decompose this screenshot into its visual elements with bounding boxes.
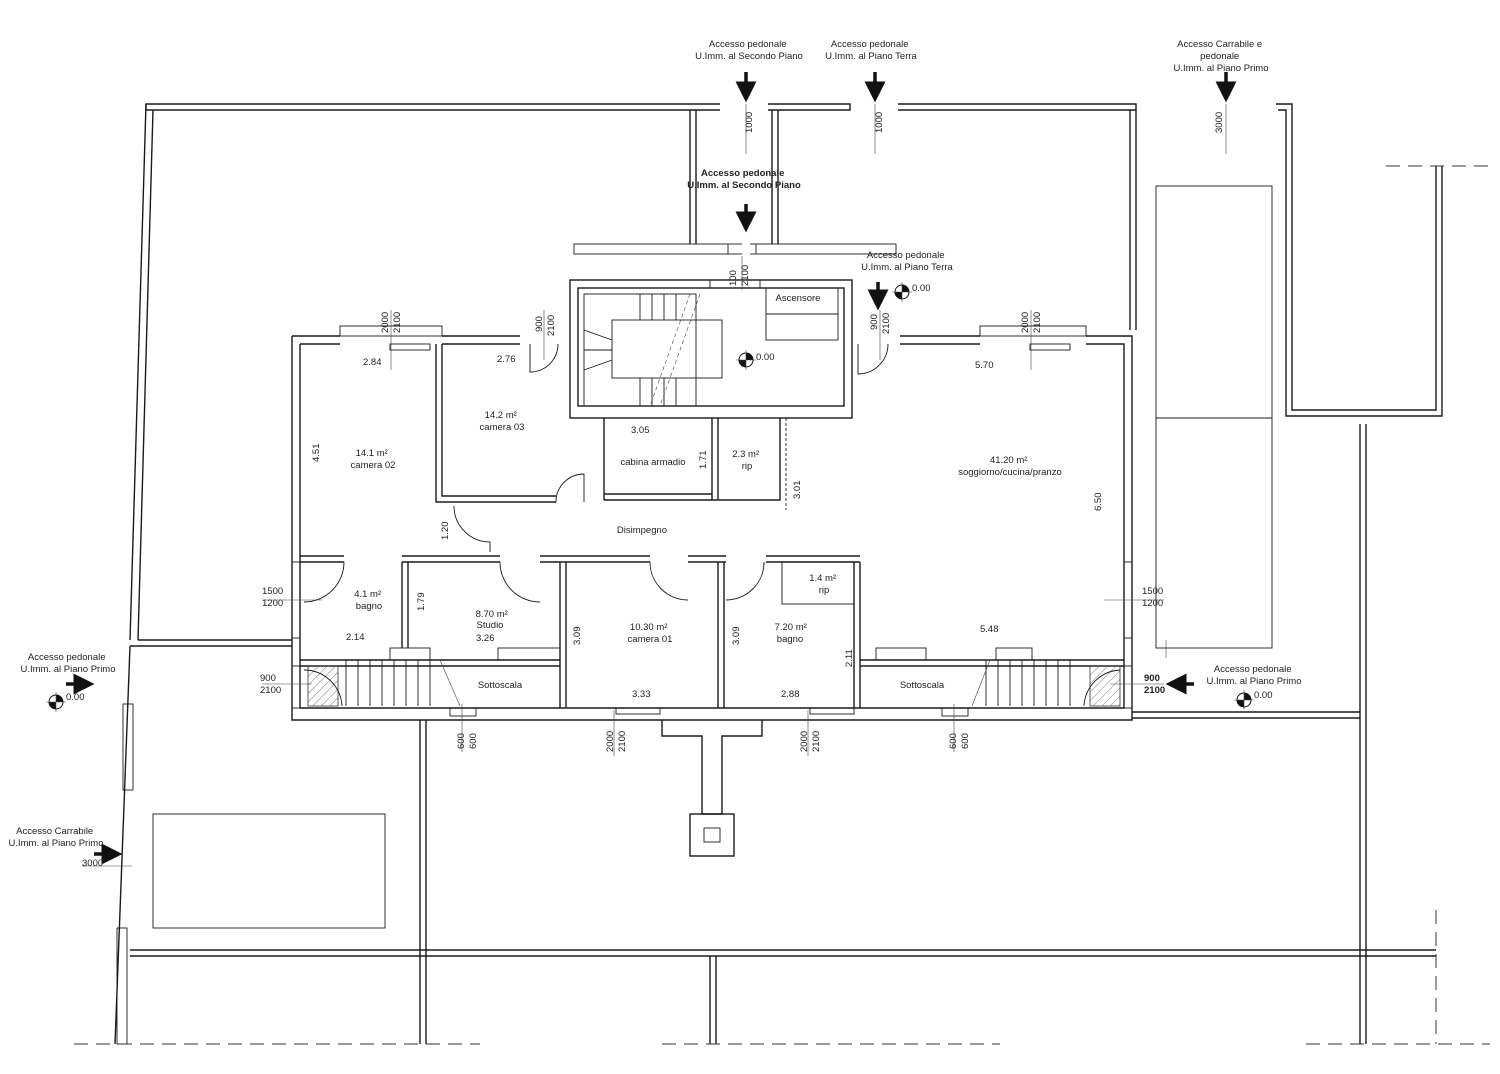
dim-1-20: 1.20 bbox=[440, 522, 451, 541]
dim-900-right: 900 bbox=[1144, 673, 1160, 684]
access-label-left-car: Accesso Carrabile U.Imm. al Piano Primo bbox=[8, 826, 103, 849]
dim-2100-e: 2100 bbox=[617, 731, 628, 752]
lot-boundary bbox=[74, 103, 1490, 1045]
dim-2000-win-left: 2000 bbox=[380, 312, 391, 333]
access-label-top-2: Accesso pedonale U.Imm. al Piano Terra bbox=[825, 39, 917, 62]
dim-3-33: 3.33 bbox=[632, 689, 651, 700]
dim-5-48: 5.48 bbox=[980, 624, 999, 635]
room-bagno-1: 4.1 m² bagno bbox=[354, 589, 384, 612]
dim-3-01: 3.01 bbox=[792, 481, 803, 500]
dim-1500-left: 1500 bbox=[262, 586, 283, 597]
room-ascensore: Ascensore bbox=[776, 293, 821, 304]
dim-2100-door-right: 2100 bbox=[881, 313, 892, 334]
level-value-stair: 0.00 bbox=[756, 352, 775, 363]
dim-2100-center: 2100 bbox=[740, 265, 751, 286]
dim-2100-left: 2100 bbox=[260, 685, 281, 696]
dim-2100-win-left: 2100 bbox=[392, 312, 403, 333]
room-camera-02: 14.1 m² camera 02 bbox=[351, 448, 396, 471]
dim-3-09-a: 3.09 bbox=[572, 627, 583, 646]
room-studio: 8.70 m² Studio bbox=[476, 609, 511, 631]
doors bbox=[303, 343, 1121, 707]
dim-600-c: 600 bbox=[948, 733, 959, 749]
dim-2100-right: 2100 bbox=[1144, 685, 1165, 696]
room-bagno-2: 7.20 m² bagno bbox=[775, 622, 810, 645]
dim-2-88: 2.88 bbox=[781, 689, 800, 700]
dim-2000-win-right: 2000 bbox=[1020, 312, 1031, 333]
room-sottoscala-left: Sottoscala bbox=[478, 680, 523, 691]
dim-2-14: 2.14 bbox=[346, 632, 365, 643]
dim-900-door-right: 900 bbox=[869, 314, 880, 330]
access-label-right-lower: Accesso pedonale U.Imm. al Piano Primo bbox=[1206, 664, 1301, 687]
dim-3000-top: 3000 bbox=[1214, 112, 1225, 133]
level-marker-stair bbox=[736, 350, 756, 370]
dim-3000-left: 3000 bbox=[82, 858, 103, 869]
level-value-entrance: 0.00 bbox=[912, 283, 931, 294]
level-marker-left bbox=[46, 692, 66, 712]
dim-5-70: 5.70 bbox=[975, 360, 994, 371]
dim-600-d: 600 bbox=[960, 733, 971, 749]
level-value-right: 0.00 bbox=[1254, 690, 1273, 701]
room-rip-1: 2.3 m² rip bbox=[732, 449, 762, 472]
dim-1000-b: 1000 bbox=[874, 112, 885, 133]
level-marker-right bbox=[1234, 690, 1254, 710]
room-camera-03: 14.2 m² camera 03 bbox=[480, 410, 525, 433]
dim-2000-d: 2000 bbox=[799, 731, 810, 752]
dim-2000-c: 2000 bbox=[605, 731, 616, 752]
level-value-left: 0.00 bbox=[66, 692, 85, 703]
access-label-left: Accesso pedonale U.Imm. al Piano Primo bbox=[20, 652, 115, 675]
access-label-top-1: Accesso pedonale U.Imm. al Secondo Piano bbox=[695, 39, 803, 62]
building-walls bbox=[291, 279, 1133, 857]
dim-900-door-left: 900 bbox=[534, 316, 545, 332]
dim-3-09-b: 3.09 bbox=[731, 627, 742, 646]
room-disimpegno: Disimpegno bbox=[617, 525, 667, 536]
dimension-lines bbox=[82, 104, 1227, 867]
dim-900-left: 900 bbox=[260, 673, 276, 684]
room-camera-01: 10.30 m² camera 01 bbox=[628, 622, 673, 645]
access-label-top-3: Accesso Carrabile e pedonale U.Imm. al P… bbox=[1173, 39, 1268, 74]
room-sottoscala-right: Sottoscala bbox=[900, 680, 945, 691]
dim-4-51: 4.51 bbox=[311, 444, 322, 463]
dim-600-a: 600 bbox=[456, 733, 467, 749]
dim-3-05: 3.05 bbox=[631, 425, 650, 436]
level-marker-entrance bbox=[892, 282, 912, 302]
dim-2-84: 2.84 bbox=[363, 357, 382, 368]
room-cabina-armadio: cabina armadio bbox=[621, 457, 686, 468]
dim-2100-f: 2100 bbox=[811, 731, 822, 752]
dim-2100-win-right: 2100 bbox=[1032, 312, 1043, 333]
dim-2-11: 2.11 bbox=[844, 649, 855, 667]
dim-6-50: 6.50 bbox=[1093, 493, 1104, 512]
dim-1-79: 1.79 bbox=[416, 593, 427, 612]
dim-1000-a: 1000 bbox=[744, 112, 755, 133]
access-label-center: Accesso pedonale U.Imm. al Secondo Piano bbox=[687, 168, 801, 191]
dim-2-76: 2.76 bbox=[497, 354, 516, 365]
dim-1500-right: 1500 bbox=[1142, 586, 1163, 597]
room-rip-2: 1.4 m² rip bbox=[809, 573, 839, 596]
dim-1200-right: 1200 bbox=[1142, 598, 1163, 609]
access-label-right-upper: Accesso pedonale U.Imm. al Piano Terra bbox=[861, 250, 953, 273]
dim-2100-door-left: 2100 bbox=[546, 315, 557, 336]
dim-1-71: 1.71 bbox=[698, 451, 709, 470]
dim-600-b: 600 bbox=[468, 733, 479, 749]
dim-100: 100 bbox=[728, 270, 739, 286]
access-arrows bbox=[66, 72, 1237, 865]
room-soggiorno: 41.20 m² soggiorno/cucina/pranzo bbox=[958, 455, 1062, 478]
dim-1200-left: 1200 bbox=[262, 598, 283, 609]
dim-3-26: 3.26 bbox=[476, 633, 495, 644]
